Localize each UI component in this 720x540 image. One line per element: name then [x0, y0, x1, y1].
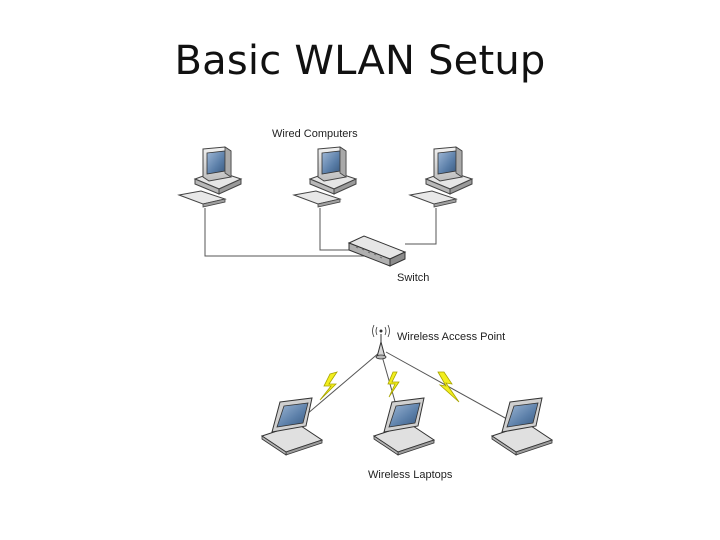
desktop-computer-2	[293, 146, 357, 208]
lightning-icon	[437, 371, 460, 403]
lightning-icon	[387, 371, 400, 398]
wired-computers-label: Wired Computers	[272, 128, 358, 140]
switch-icon	[347, 235, 407, 267]
laptop-1	[261, 397, 323, 456]
laptop-2	[373, 397, 435, 456]
slide-title: Basic WLAN Setup	[174, 38, 546, 84]
lightning-icon	[319, 371, 338, 401]
wireless-laptops-label: Wireless Laptops	[368, 469, 453, 481]
switch-label: Switch	[397, 272, 430, 284]
access-point-label: Wireless Access Point	[397, 331, 506, 343]
desktop-computer-1	[178, 146, 242, 208]
wireless-signals	[319, 371, 460, 403]
access-point-icon	[372, 324, 390, 360]
desktop-computer-3	[409, 146, 473, 208]
laptop-3	[491, 397, 553, 456]
wired-links	[204, 208, 437, 257]
